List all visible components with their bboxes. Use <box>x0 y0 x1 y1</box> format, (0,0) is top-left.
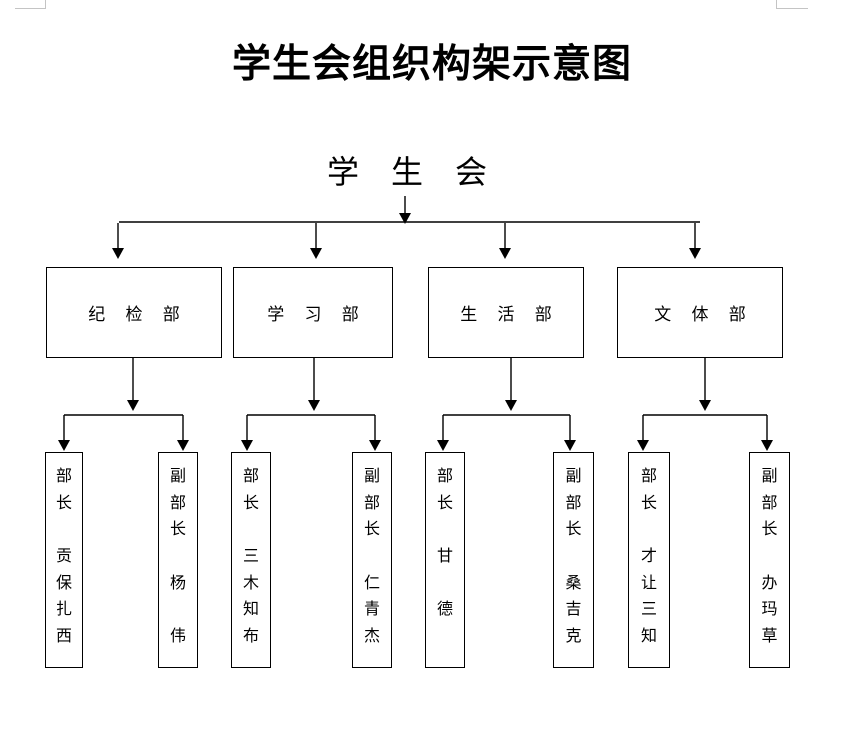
member-char: 青 <box>363 601 380 619</box>
dept-connector-3 <box>637 358 773 451</box>
member-char: 才 <box>640 548 657 566</box>
member-char: 桑 <box>565 574 582 592</box>
member-char: 长 <box>640 494 657 512</box>
member-char: 仁 <box>363 574 380 592</box>
member-char: 杨 <box>169 574 186 592</box>
member-box-2-deputy: 副部长桑吉克 <box>553 452 594 668</box>
member-char: 三 <box>242 548 259 566</box>
member-char: 部 <box>565 494 582 512</box>
member-char: 部 <box>169 494 186 512</box>
member-char: 长 <box>761 521 778 539</box>
member-char: 部 <box>242 468 259 486</box>
member-char: 长 <box>55 494 72 512</box>
member-char: 克 <box>565 627 582 645</box>
char-spacer <box>159 597 197 624</box>
member-box-3-deputy: 副部长办玛草 <box>749 452 790 668</box>
member-box-1-deputy: 副部长仁青杰 <box>352 452 392 668</box>
char-spacer <box>426 517 464 544</box>
member-char: 副 <box>169 468 186 486</box>
member-char: 副 <box>565 468 582 486</box>
member-char: 知 <box>640 627 657 645</box>
member-char: 贡 <box>55 548 72 566</box>
char-spacer <box>46 517 82 544</box>
member-char: 长 <box>363 521 380 539</box>
dept-box-2: 生 活 部 <box>428 267 584 358</box>
dept-connector-2 <box>437 358 576 451</box>
member-char: 伟 <box>169 627 186 645</box>
member-char: 办 <box>761 574 778 592</box>
member-char: 长 <box>436 494 453 512</box>
member-char: 部 <box>363 494 380 512</box>
dept-box-3: 文 体 部 <box>617 267 783 358</box>
char-spacer <box>750 544 789 571</box>
char-spacer <box>554 544 593 571</box>
member-char: 甘 <box>436 548 453 566</box>
member-char: 玛 <box>761 601 778 619</box>
member-char: 木 <box>242 574 259 592</box>
member-char: 三 <box>640 601 657 619</box>
char-spacer <box>629 517 669 544</box>
member-char: 长 <box>169 521 186 539</box>
margin-mark-top-left-icon <box>15 0 46 9</box>
member-char: 副 <box>363 468 380 486</box>
member-box-3-head: 部长才让三知 <box>628 452 670 668</box>
member-char: 副 <box>761 468 778 486</box>
member-char: 部 <box>55 468 72 486</box>
dept-connector-1 <box>241 358 381 451</box>
member-char: 长 <box>242 494 259 512</box>
member-char: 杰 <box>363 627 380 645</box>
dept-label: 纪 检 部 <box>88 305 188 324</box>
root-connector <box>119 196 700 224</box>
member-char: 长 <box>565 521 582 539</box>
member-char: 布 <box>242 627 259 645</box>
dept-label: 文 体 部 <box>654 305 754 324</box>
char-spacer <box>353 544 391 571</box>
page-title: 学生会组织构架示意图 <box>231 43 632 86</box>
level1-arrows <box>112 223 701 259</box>
member-char: 扎 <box>55 601 72 619</box>
member-char: 吉 <box>565 601 582 619</box>
char-spacer <box>159 544 197 571</box>
dept-box-0: 纪 检 部 <box>46 267 222 358</box>
member-box-1-head: 部长三木知布 <box>231 452 271 668</box>
member-char: 知 <box>242 601 259 619</box>
member-char: 德 <box>436 601 453 619</box>
member-box-0-deputy: 副部长杨伟 <box>158 452 198 668</box>
member-char: 部 <box>640 468 657 486</box>
dept-label: 生 活 部 <box>460 305 560 324</box>
member-char: 部 <box>436 468 453 486</box>
dept-label: 学 习 部 <box>267 305 367 324</box>
dept-connector-0 <box>58 358 189 451</box>
member-box-2-head: 部长甘德 <box>425 452 465 668</box>
dept-box-1: 学 习 部 <box>233 267 393 358</box>
member-char: 让 <box>640 574 657 592</box>
member-char: 保 <box>55 574 72 592</box>
char-spacer <box>426 570 464 597</box>
member-box-0-head: 部长贡保扎西 <box>45 452 83 668</box>
root-node-label: 学 生 会 <box>326 154 500 190</box>
member-char: 部 <box>761 494 778 512</box>
char-spacer <box>232 517 270 544</box>
member-char: 西 <box>55 627 72 645</box>
margin-mark-top-right-icon <box>776 0 808 9</box>
member-char: 草 <box>761 627 778 645</box>
